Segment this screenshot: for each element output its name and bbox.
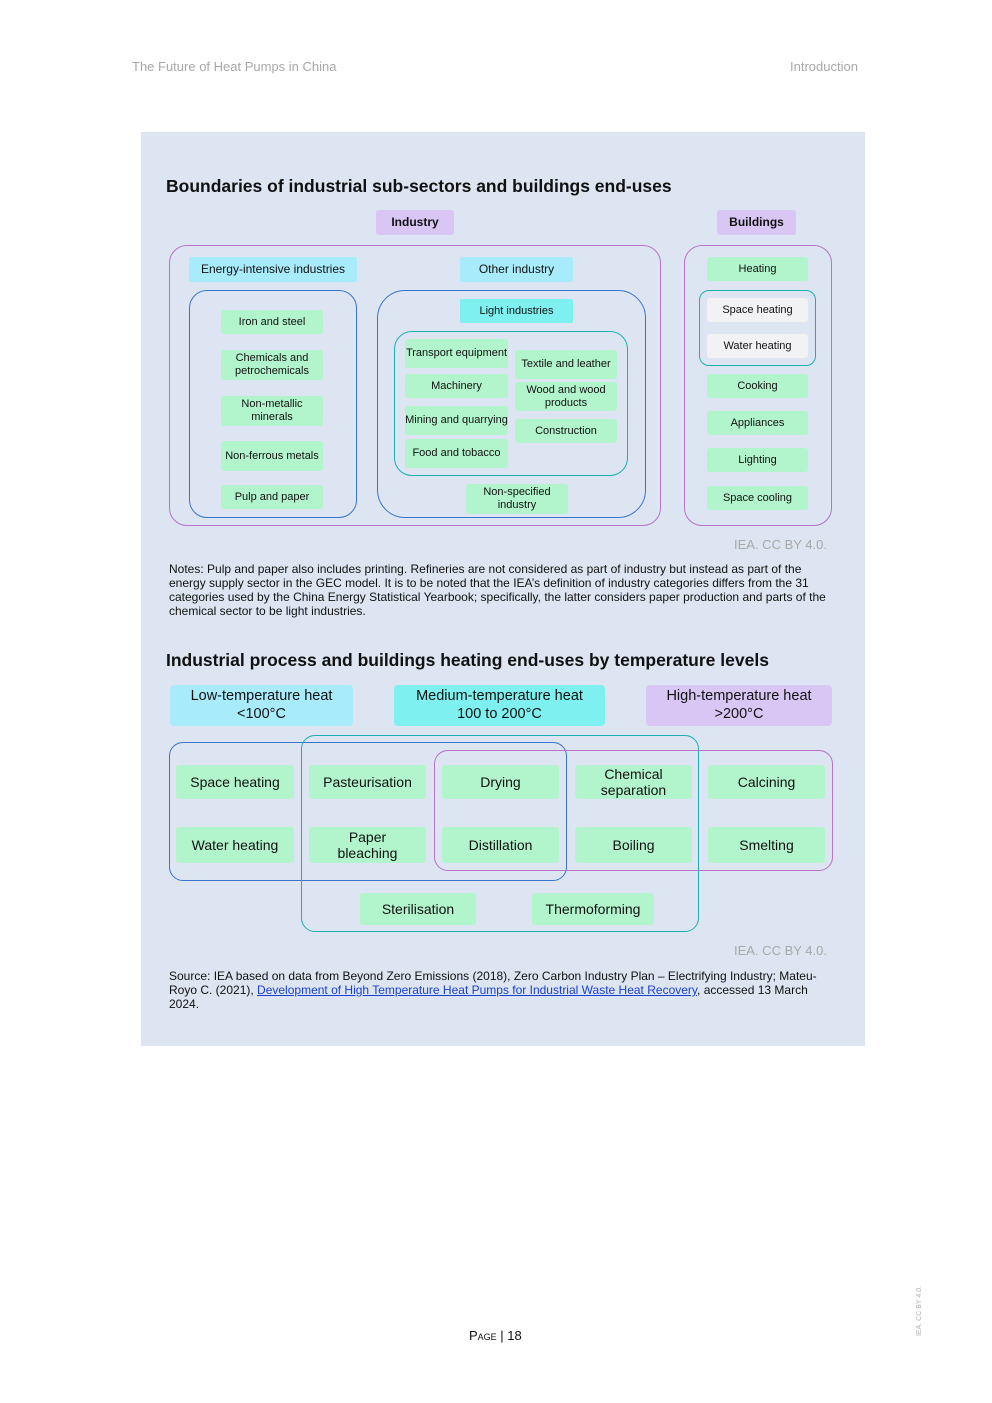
- temp-item-space-heating: Space heating: [176, 765, 294, 799]
- temp-item-water-heating: Water heating: [176, 827, 294, 863]
- item-appliances: Appliances: [707, 411, 808, 435]
- temp-item-calcining: Calcining: [708, 765, 825, 799]
- item-mining: Mining and quarrying: [405, 406, 508, 435]
- light-industries-label: Light industries: [460, 299, 573, 323]
- figure-1-title: Boundaries of industrial sub-sectors and…: [166, 176, 672, 196]
- item-wood: Wood and wood products: [515, 382, 617, 411]
- energy-intensive-label: Energy-intensive industries: [189, 257, 357, 282]
- heating-frame: [699, 290, 816, 366]
- header-title: The Future of Heat Pumps in China: [132, 59, 337, 74]
- figure-panel: [141, 132, 865, 1046]
- item-cooking: Cooking: [707, 374, 808, 398]
- source-text-after: , accessed 13 March 2024.: [169, 983, 808, 1011]
- header-section: Introduction: [790, 59, 858, 74]
- side-credit: IEA. CC BY 4.0.: [916, 1285, 923, 1337]
- item-non-ferrous: Non-ferrous metals: [221, 441, 323, 471]
- figure-2-source: Source: IEA based on data from Beyond Ze…: [169, 969, 833, 1011]
- item-space-cooling: Space cooling: [707, 486, 808, 510]
- item-food: Food and tobacco: [405, 439, 508, 468]
- buildings-frame: [684, 245, 832, 526]
- item-iron-steel: Iron and steel: [221, 310, 323, 334]
- item-transport: Transport equipment: [405, 339, 508, 368]
- item-pulp-paper: Pulp and paper: [221, 485, 323, 509]
- low-temp-label: Low-temperature heat <100°C: [170, 685, 353, 726]
- item-non-metallic: Non-metallic minerals: [221, 396, 323, 426]
- buildings-label: Buildings: [717, 210, 796, 235]
- source-link[interactable]: Development of High Temperature Heat Pum…: [257, 983, 698, 997]
- temp-item-sterilisation: Sterilisation: [360, 893, 476, 925]
- temp-item-paper-bleaching: Paper bleaching: [309, 827, 426, 863]
- item-textile: Textile and leather: [515, 350, 617, 379]
- item-heating: Heating: [707, 257, 808, 281]
- temp-item-distillation: Distillation: [442, 827, 559, 863]
- industry-frame: [169, 245, 661, 526]
- high-temp-frame: [434, 750, 833, 871]
- item-machinery: Machinery: [405, 374, 508, 398]
- figure-1-notes: Notes: Pulp and paper also includes prin…: [169, 562, 826, 618]
- item-space-heating: Space heating: [707, 298, 808, 322]
- item-water-heating: Water heating: [707, 334, 808, 358]
- other-industry-label: Other industry: [460, 257, 573, 282]
- temp-item-pasteurisation: Pasteurisation: [309, 765, 426, 799]
- low-temp-frame: [169, 742, 567, 881]
- page-footer: Page | 18: [469, 1328, 522, 1343]
- temp-item-boiling: Boiling: [575, 827, 692, 863]
- item-non-specified: Non-specified industry: [466, 484, 568, 514]
- item-chemicals: Chemicals and petrochemicals: [221, 350, 323, 380]
- energy-intensive-frame: [189, 290, 357, 518]
- light-industries-frame: [394, 331, 628, 476]
- high-temp-label: High-temperature heat >200°C: [646, 685, 832, 726]
- page-word: Page: [469, 1328, 497, 1343]
- figure-2-credit: IEA. CC BY 4.0.: [734, 943, 827, 958]
- page-separator: |: [496, 1328, 508, 1343]
- temp-item-chemical-separation: Chemical separation: [575, 765, 692, 799]
- source-text: Source: IEA based on data from Beyond Ze…: [169, 969, 817, 997]
- figure-2-title: Industrial process and buildings heating…: [166, 650, 769, 670]
- medium-temp-label: Medium-temperature heat 100 to 200°C: [394, 685, 605, 726]
- industry-label: Industry: [376, 210, 454, 235]
- figure-1-credit: IEA. CC BY 4.0.: [734, 537, 827, 552]
- medium-temp-frame: [301, 735, 699, 932]
- temp-item-thermoforming: Thermoforming: [532, 893, 654, 925]
- temp-item-smelting: Smelting: [708, 827, 825, 863]
- item-lighting: Lighting: [707, 448, 808, 472]
- page-number: 18: [507, 1328, 522, 1343]
- item-construction: Construction: [515, 419, 617, 443]
- temp-item-drying: Drying: [442, 765, 559, 799]
- other-industry-frame: [377, 290, 646, 518]
